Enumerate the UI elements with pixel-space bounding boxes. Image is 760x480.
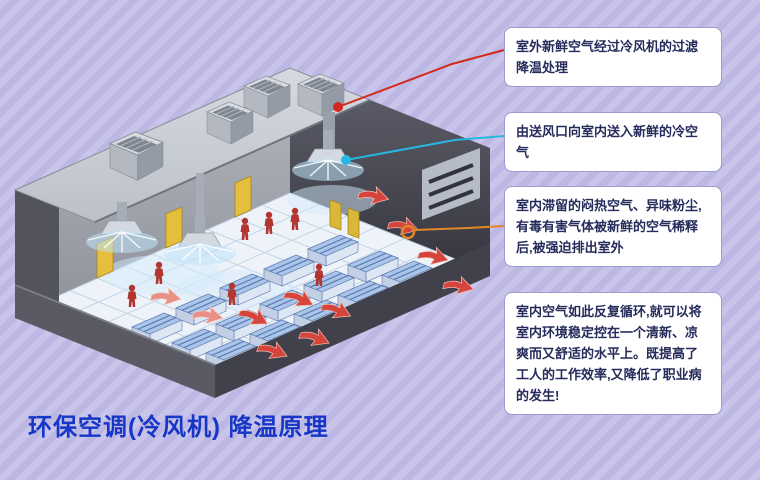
callout-text: 由送风口向室内送入新鲜的冷空气 xyxy=(516,124,699,161)
front-left-wall-edge xyxy=(14,284,216,366)
callout-supply-air: 由送风口向室内送入新鲜的冷空气 xyxy=(504,112,722,173)
front-right-wall xyxy=(215,243,490,398)
callout-text: 室外新鲜空气经过冷风机的过滤降温处理 xyxy=(516,39,699,76)
callout-text: 室内空气如此反复循环,就可以将室内环境稳定控在一个清新、凉爽而又舒适的水平上。既… xyxy=(516,304,702,404)
callout-circulation-benefits: 室内空气如此反复循环,就可以将室内环境稳定控在一个清新、凉爽而又舒适的水平上。既… xyxy=(504,292,722,416)
callout-text: 室内滞留的闷热空气、异味粉尘,有毒有害气体被新鲜的空气稀释后,被强迫排出室外 xyxy=(516,198,702,256)
callout-fresh-air-filtering: 室外新鲜空气经过冷风机的过滤降温处理 xyxy=(504,27,722,88)
page-title: 环保空调(冷风机) 降温原理 xyxy=(28,414,329,441)
cool-air-glow xyxy=(287,185,377,215)
supply-duct xyxy=(196,173,204,217)
right-wall xyxy=(290,68,490,273)
vent-louver xyxy=(422,148,480,220)
callout-exhaust-air: 室内滞留的闷热空气、异味粉尘,有毒有害气体被新鲜的空气稀释后,被强迫排出室外 xyxy=(504,186,722,268)
yellow-locker xyxy=(329,199,360,239)
workshop-cutaway-illustration xyxy=(13,67,491,398)
front-left-wall xyxy=(15,285,215,398)
